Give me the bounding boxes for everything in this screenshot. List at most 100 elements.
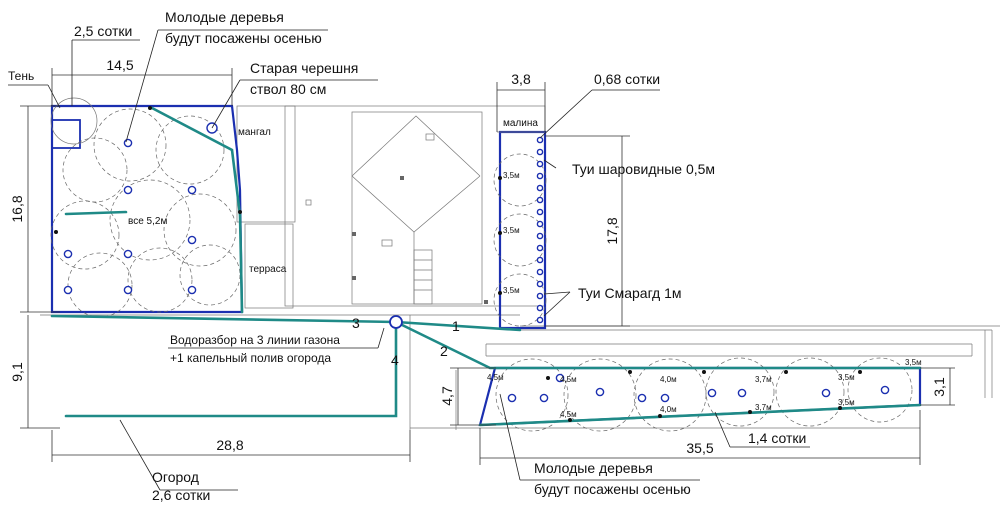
line-3-label: 3	[352, 315, 360, 331]
young-tree-marker	[539, 393, 549, 403]
young-tree-marker	[63, 249, 73, 259]
tree-markers	[54, 106, 890, 422]
spacing-37-a: 3,7м	[755, 375, 772, 384]
terrace-label: терраса	[249, 264, 287, 275]
dimension-lines	[20, 68, 955, 465]
line-2b	[478, 403, 922, 427]
line-4-label: 4	[391, 352, 399, 368]
thuja-marker	[536, 232, 544, 240]
dim-top-width: 14,5	[106, 57, 133, 73]
dim-3-8: 3,8	[511, 71, 531, 87]
dim-16-8: 16,8	[9, 195, 25, 222]
young-tree-marker	[555, 373, 565, 383]
young-tree-marker	[63, 285, 73, 295]
young-tree-marker	[737, 388, 747, 398]
line-4	[64, 320, 398, 418]
thuja-marker	[536, 220, 544, 228]
drip-point	[838, 406, 842, 410]
drip-point	[498, 291, 502, 295]
young-trees-top-line2: будут посажены осенью	[165, 30, 322, 46]
thuja-marker	[536, 280, 544, 288]
young-trees-bottom-line2: будут посажены осенью	[534, 481, 691, 497]
thuja-marker	[536, 268, 544, 276]
thuja-marker	[536, 292, 544, 300]
spacing-40-a: 4,0м	[660, 375, 677, 384]
dim-9-1: 9,1	[9, 362, 25, 382]
text-labels: Молодые деревья будут посажены осенью 2,…	[8, 9, 947, 503]
drip-point	[748, 410, 752, 414]
garden-line1: Огород	[152, 469, 199, 485]
young-tree-marker	[821, 388, 831, 398]
thuja-marker	[536, 304, 544, 312]
irrigation-lines	[50, 106, 922, 427]
thuja-marker	[536, 256, 544, 264]
spacing-35-b: 3,5м	[503, 226, 520, 235]
spacing-35-c: 3,5м	[503, 286, 520, 295]
thuja-marker	[536, 208, 544, 216]
young-tree-marker	[595, 387, 605, 397]
young-tree-marker	[507, 393, 517, 403]
spacing-40-b: 4,0м	[660, 405, 677, 414]
raspberry-label: малина	[503, 118, 538, 129]
thuja-globe-label: Туи шаровидные 0,5м	[572, 161, 715, 177]
drip-point	[568, 418, 572, 422]
young-tree-marker	[123, 185, 133, 195]
drip-point	[628, 370, 632, 374]
thuja-marker	[536, 136, 544, 144]
water-line1: Водоразбор на 3 линии газона	[170, 333, 340, 347]
thuja-smaragd-label: Туи Смарагд 1м	[578, 285, 682, 301]
old-cherry-line1: Старая черешня	[250, 60, 358, 76]
young-tree-marker	[187, 235, 197, 245]
thuja-marker	[536, 160, 544, 168]
line-2-label: 2	[440, 343, 448, 359]
young-trees-top-line1: Молодые деревья	[165, 9, 284, 25]
shade-label: Тень	[8, 69, 34, 83]
drip-point	[498, 231, 502, 235]
grill-label: мангал	[238, 127, 271, 138]
drip-point	[54, 230, 58, 234]
area-14: 1,4 сотки	[748, 430, 806, 446]
young-tree-marker	[880, 385, 890, 395]
leader-lines	[8, 29, 810, 491]
house-structures	[40, 105, 1000, 430]
young-trees-bottom-line1: Молодые деревья	[534, 460, 653, 476]
spacing-45-b: 4,5м	[560, 375, 577, 384]
dim-3-1: 3,1	[931, 377, 947, 397]
spacing-35-orchard-b: 3,5м	[838, 398, 855, 407]
line-1-label: 1	[452, 318, 460, 334]
dim-17-8: 17,8	[604, 217, 620, 244]
garden-line2: 2,6 сотки	[152, 487, 210, 503]
thuja-marker	[536, 172, 544, 180]
spacing-35-orchard-a: 3,5м	[838, 373, 855, 382]
thuja-strip	[493, 130, 547, 330]
drip-point	[238, 210, 242, 214]
young-tree-marker	[123, 249, 133, 259]
water-line2: +1 капельный полив огорода	[170, 351, 331, 365]
old-cherry-line2: ствол 80 см	[250, 81, 326, 97]
thuja-marker	[536, 316, 544, 324]
young-tree-marker	[187, 285, 197, 295]
drip-point	[546, 376, 550, 380]
thuja-marker	[536, 244, 544, 252]
spacing-45-c: 4,5м	[560, 410, 577, 419]
area-068: 0,68 сотки	[594, 71, 660, 87]
thuja-marker	[536, 148, 544, 156]
young-tree-marker	[123, 138, 133, 148]
dim-4-7: 4,7	[439, 386, 455, 406]
thuja-marker	[536, 196, 544, 204]
spacing-37-b: 3,7м	[755, 403, 772, 412]
dim-35-5: 35,5	[686, 440, 713, 456]
drip-point	[498, 176, 502, 180]
spacing-45-a: 4,5м	[487, 373, 504, 382]
drip-point	[658, 414, 662, 418]
young-tree-marker	[660, 393, 670, 403]
spacing-35-a: 3,5м	[503, 171, 520, 180]
area-top: 2,5 сотки	[74, 23, 132, 39]
young-tree-marker	[637, 393, 647, 403]
line-1	[394, 320, 522, 332]
drip-point	[702, 370, 706, 374]
line-3	[50, 314, 398, 324]
drip-point	[148, 106, 152, 110]
